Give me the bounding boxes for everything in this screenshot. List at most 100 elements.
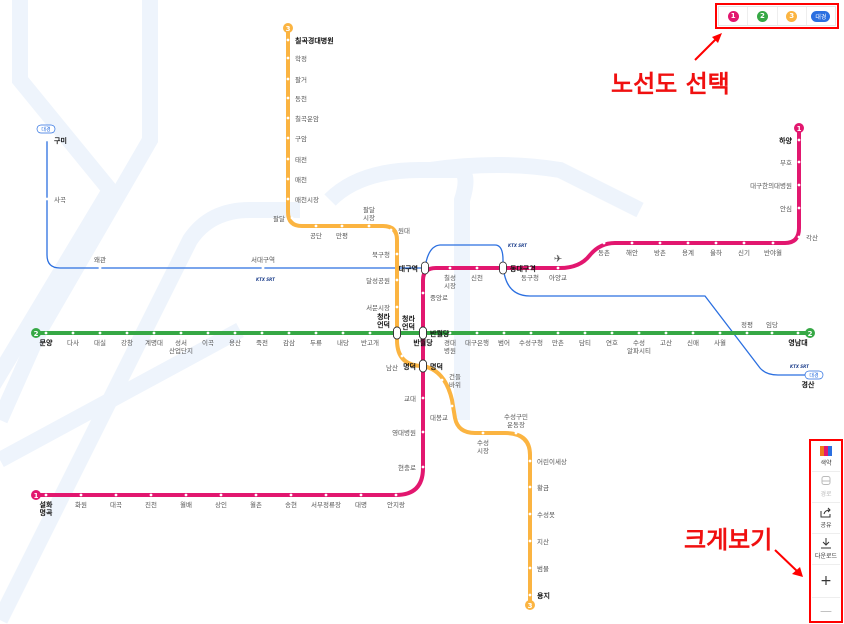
line2-station[interactable]: 연호 bbox=[606, 331, 618, 347]
zoom-in-button[interactable]: + bbox=[812, 565, 840, 598]
daegyeong-station[interactable]: 구미 bbox=[45, 136, 67, 145]
line3-station[interactable]: 태전 bbox=[286, 155, 307, 164]
line1-station[interactable]: 월배 bbox=[180, 493, 192, 509]
line1-station[interactable]: 방촌 bbox=[654, 241, 666, 257]
line3-station[interactable]: 매천시장 bbox=[286, 195, 319, 204]
line1-station[interactable]: 신기 bbox=[738, 241, 750, 257]
line1-station[interactable]: 반야월 bbox=[764, 241, 782, 257]
line1-station[interactable]: 해안 bbox=[626, 241, 638, 257]
line-select-1[interactable]: 1 bbox=[719, 7, 749, 25]
line2-station[interactable]: 감삼 bbox=[283, 331, 295, 347]
line2-station[interactable]: 용산 bbox=[229, 331, 241, 347]
line3-station[interactable]: 만평 bbox=[336, 224, 348, 240]
line2-station[interactable]: 죽전 bbox=[256, 331, 268, 347]
line1-station[interactable]: 대구한의대병원 bbox=[750, 181, 801, 190]
line1-station[interactable]: 상인 bbox=[215, 493, 227, 509]
daegyeong-station[interactable]: 왜관 bbox=[94, 255, 106, 270]
daegyeong-station[interactable] bbox=[501, 266, 505, 270]
route-button[interactable]: 경로 bbox=[812, 472, 840, 503]
daegyeong-station[interactable]: 서대구역 bbox=[251, 255, 275, 270]
line-select-2[interactable]: 2 bbox=[748, 7, 778, 25]
line2-station[interactable]: 범어 bbox=[498, 331, 510, 347]
line2-station[interactable]: 이곡 bbox=[202, 331, 214, 347]
line3-station[interactable]: 달성공원 bbox=[366, 276, 399, 285]
share-button[interactable]: 공유 bbox=[812, 503, 840, 534]
line3-station[interactable]: 구암 bbox=[286, 135, 307, 143]
line2-station[interactable]: 정평 bbox=[741, 320, 753, 335]
line2-station[interactable]: 문양 bbox=[40, 331, 53, 347]
line2-station[interactable]: 수성구청 bbox=[519, 331, 543, 347]
line2-station[interactable]: 영남대 bbox=[788, 331, 808, 347]
line3-station[interactable]: 매천 bbox=[286, 175, 307, 184]
download-button[interactable]: 다운로드 bbox=[812, 534, 840, 565]
line1-station[interactable]: 진천 bbox=[145, 493, 157, 509]
line2-station[interactable]: 다사 bbox=[67, 331, 79, 347]
line3-station[interactable]: 학정 bbox=[286, 54, 307, 63]
line1-station[interactable]: 안심 bbox=[780, 204, 801, 213]
line3-station[interactable]: 지산 bbox=[528, 537, 549, 546]
line-select-daegyeong[interactable]: 대경 bbox=[807, 7, 835, 25]
line3-station[interactable]: 범물 bbox=[528, 564, 549, 573]
line1-station[interactable]: 대곡 bbox=[110, 493, 122, 509]
line1-station[interactable]: 하양 bbox=[779, 136, 801, 145]
line1-station[interactable]: 동촌 bbox=[598, 241, 610, 257]
line3-station[interactable]: 원대 bbox=[389, 226, 410, 235]
line1-station[interactable]: 동구청 bbox=[521, 266, 539, 282]
line1-station[interactable]: 현충로 bbox=[398, 463, 425, 472]
zoom-out-button[interactable]: — bbox=[820, 604, 832, 618]
line2-station[interactable]: 만촌 bbox=[552, 331, 564, 347]
line2-station[interactable]: 두류 bbox=[310, 331, 322, 347]
line2-station[interactable]: 사월 bbox=[714, 331, 726, 347]
line3-station[interactable]: 황금 bbox=[528, 483, 549, 492]
line1-station[interactable]: 교대 bbox=[404, 395, 425, 403]
line3-station[interactable]: 칠곡경대병원 bbox=[286, 36, 334, 45]
line1-station[interactable]: 화원 bbox=[75, 493, 87, 509]
line1-station[interactable]: 각산 bbox=[797, 233, 818, 242]
line1-station[interactable]: 아양교 bbox=[549, 266, 567, 282]
line2-station[interactable]: 계명대 bbox=[145, 331, 163, 347]
line3-station[interactable]: 팔달 bbox=[273, 215, 294, 223]
line2-station[interactable]: 대구은행 bbox=[465, 331, 489, 347]
line1-station[interactable]: 율하 bbox=[710, 241, 722, 257]
line2-station[interactable]: 고산 bbox=[660, 331, 672, 347]
line3-station[interactable]: 용지 bbox=[528, 591, 550, 600]
line1-station[interactable]: 신천 bbox=[471, 266, 483, 282]
line3-station[interactable]: 서문시장 bbox=[366, 303, 399, 312]
line2-station[interactable]: 내당 bbox=[337, 331, 349, 347]
line1-station[interactable]: 영대병원 bbox=[392, 428, 425, 437]
line1-station[interactable]: 부호 bbox=[780, 159, 801, 167]
line1-station[interactable]: 안지랑 bbox=[387, 493, 405, 509]
line2-station[interactable]: 임당 bbox=[766, 320, 778, 335]
daegyeong-station[interactable] bbox=[423, 266, 427, 270]
color-blind-button[interactable]: 색약 bbox=[812, 442, 840, 472]
line3-station[interactable]: 공단 bbox=[310, 224, 322, 240]
line3-station[interactable]: 북구청 bbox=[372, 251, 399, 259]
line1-station[interactable]: 서부정류장 bbox=[311, 493, 341, 509]
line1-station[interactable]: 대명 bbox=[355, 493, 367, 509]
line2-station[interactable]: 신매 bbox=[687, 331, 699, 347]
line2-station[interactable]: 담티 bbox=[579, 331, 591, 347]
line1-station[interactable]: 중앙로 bbox=[421, 291, 448, 302]
line3-station[interactable]: 팔거 bbox=[286, 75, 307, 84]
line2-station[interactable]: 강창 bbox=[121, 331, 133, 347]
line3-station[interactable]: 칠곡운암 bbox=[286, 114, 319, 123]
line1-station[interactable]: 용계 bbox=[682, 241, 694, 257]
line3-station[interactable]: 수성못 bbox=[528, 510, 555, 519]
line3-station[interactable]: 명덕 bbox=[403, 359, 427, 373]
line3-station[interactable]: 어린이세상 bbox=[528, 457, 567, 466]
daegyeong-station[interactable]: 사곡 bbox=[45, 195, 66, 204]
line3-station[interactable]: 동천 bbox=[286, 94, 307, 103]
line1-station[interactable]: 반월당 bbox=[419, 326, 450, 340]
line2-station[interactable]: 반고개 bbox=[361, 331, 379, 347]
line1-station[interactable]: 송현 bbox=[285, 493, 297, 509]
